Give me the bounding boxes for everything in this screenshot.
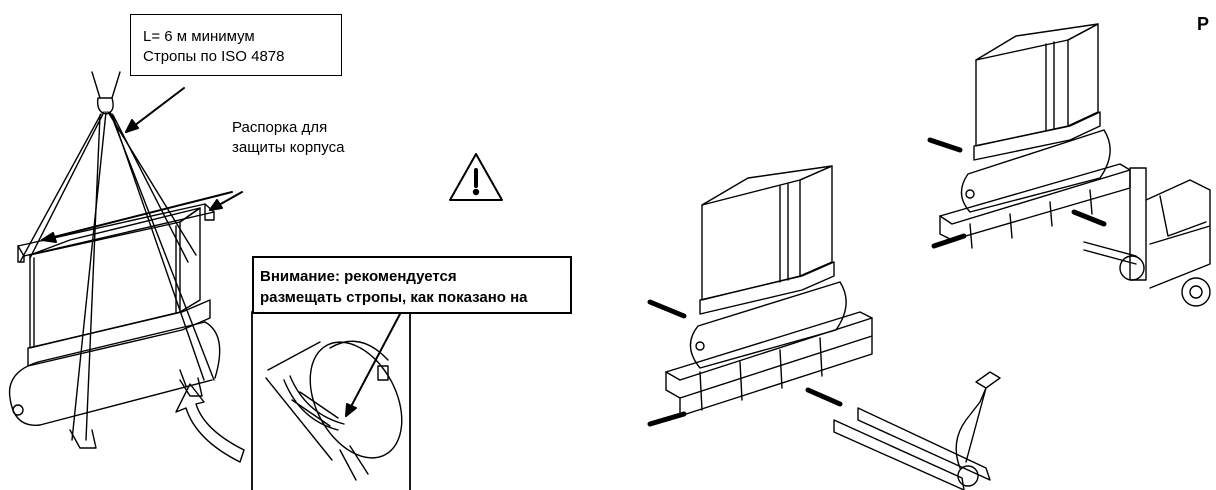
attention-text-line1: Внимание: рекомендуется <box>260 268 457 285</box>
spacer-label: Распорка для защиты корпуса <box>232 118 344 158</box>
warning-triangle-icon <box>449 153 503 201</box>
sling-length-callout: L= 6 м минимум Стропы по ISO 4878 <box>130 14 342 76</box>
spacer-label-line1: Распорка для <box>232 119 328 136</box>
sling-standard-text: Стропы по ISO 4878 <box>143 48 285 65</box>
corner-letter: P <box>1197 14 1210 34</box>
sling-length-text: L= 6 м минимум <box>143 28 255 45</box>
forklift-transport-illustration <box>927 23 1211 307</box>
pallet-jack-transport-illustration <box>647 165 1001 490</box>
arrow-icon <box>41 232 57 243</box>
pointer-arrows <box>41 87 401 417</box>
attention-text-line2: размещать стропы, как показано на <box>260 289 528 306</box>
arrow-icon <box>345 403 357 417</box>
arrow-icon <box>125 119 139 133</box>
crane-lift-illustration <box>8 71 221 449</box>
spacer-label-line2: защиты корпуса <box>232 139 345 156</box>
sling-detail-inset <box>251 311 411 490</box>
rotation-arrow <box>175 383 245 463</box>
arrow-icon <box>209 199 223 211</box>
attention-callout: Внимание: рекомендуется размещать стропы… <box>252 256 572 314</box>
